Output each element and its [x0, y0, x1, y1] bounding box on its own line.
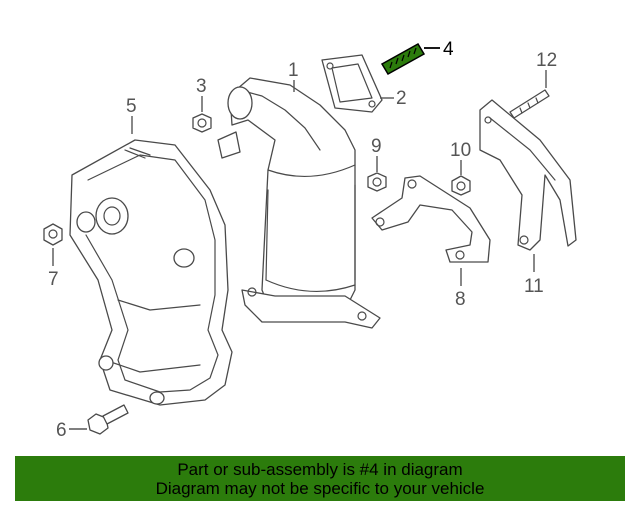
svg-text:12: 12 — [536, 50, 557, 71]
callout-5: 5 — [126, 96, 137, 134]
bracket-part-11 — [479, 99, 577, 251]
svg-text:10: 10 — [450, 140, 471, 161]
svg-text:4: 4 — [443, 39, 454, 60]
callout-7: 7 — [48, 248, 59, 290]
nut-part-10 — [451, 175, 471, 196]
svg-text:6: 6 — [56, 420, 67, 441]
callout-11: 11 — [524, 254, 544, 297]
heat-shield-part — [69, 139, 233, 406]
svg-text:1: 1 — [288, 60, 299, 81]
stud-part-highlighted — [380, 42, 426, 76]
svg-text:3: 3 — [196, 76, 207, 97]
exhaust-parts-diagram: 1 2 3 4 5 6 7 8 9 10 11 12 — [43, 39, 577, 441]
gasket-part — [321, 54, 383, 113]
nut-part-3 — [192, 113, 212, 133]
svg-text:5: 5 — [126, 96, 137, 117]
nut-part-9 — [367, 172, 387, 192]
callout-8: 8 — [455, 268, 466, 310]
svg-text:2: 2 — [396, 88, 407, 109]
callout-2: 2 — [380, 88, 407, 109]
bolt-part-6 — [87, 404, 129, 435]
nut-part-7 — [43, 223, 63, 246]
part-info-banner: Part or sub-assembly is #4 in diagram Di… — [15, 456, 625, 501]
callout-1: 1 — [288, 60, 299, 92]
banner-line-part: Part or sub-assembly is #4 in diagram — [177, 459, 463, 479]
bracket-part-8 — [371, 175, 491, 263]
callout-3: 3 — [196, 76, 207, 112]
svg-text:9: 9 — [371, 136, 382, 157]
callout-10: 10 — [450, 140, 471, 175]
catalytic-converter-part — [217, 77, 381, 329]
callout-6: 6 — [56, 420, 87, 441]
svg-text:11: 11 — [524, 276, 544, 297]
svg-text:7: 7 — [48, 269, 59, 290]
callout-12: 12 — [536, 50, 557, 88]
callout-4: 4 — [424, 39, 454, 60]
callout-9: 9 — [371, 136, 382, 172]
stud-part-12 — [509, 89, 550, 119]
svg-text:8: 8 — [455, 289, 466, 310]
banner-line-disclaimer: Diagram may not be specific to your vehi… — [155, 478, 485, 498]
